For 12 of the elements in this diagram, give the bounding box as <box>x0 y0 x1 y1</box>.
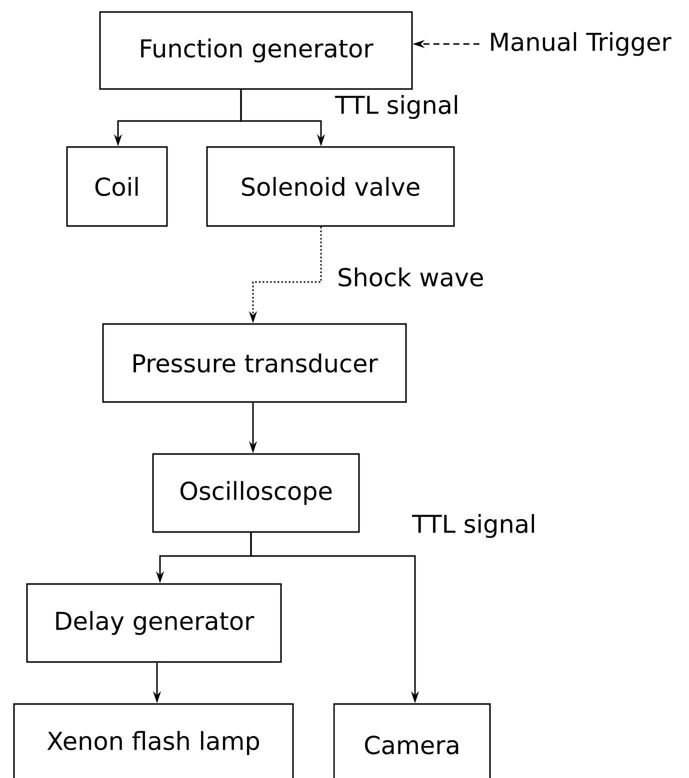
edge-label: Shock wave <box>338 267 483 287</box>
process-box: Oscilloscope <box>152 453 360 533</box>
process-box: Xenon flash lamp <box>13 703 294 778</box>
edge-label: TTL signal <box>335 95 458 119</box>
process-box: Coil <box>66 146 168 227</box>
edge-label: TTL signal <box>412 514 534 538</box>
process-box: Delay generator <box>26 583 282 663</box>
process-box: Function generator <box>99 11 413 90</box>
input-label: Manual Trigger <box>491 32 672 56</box>
process-box: Camera <box>333 703 491 778</box>
process-box: Pressure transducer <box>102 323 407 403</box>
process-box: Solenoid valve <box>206 146 455 227</box>
